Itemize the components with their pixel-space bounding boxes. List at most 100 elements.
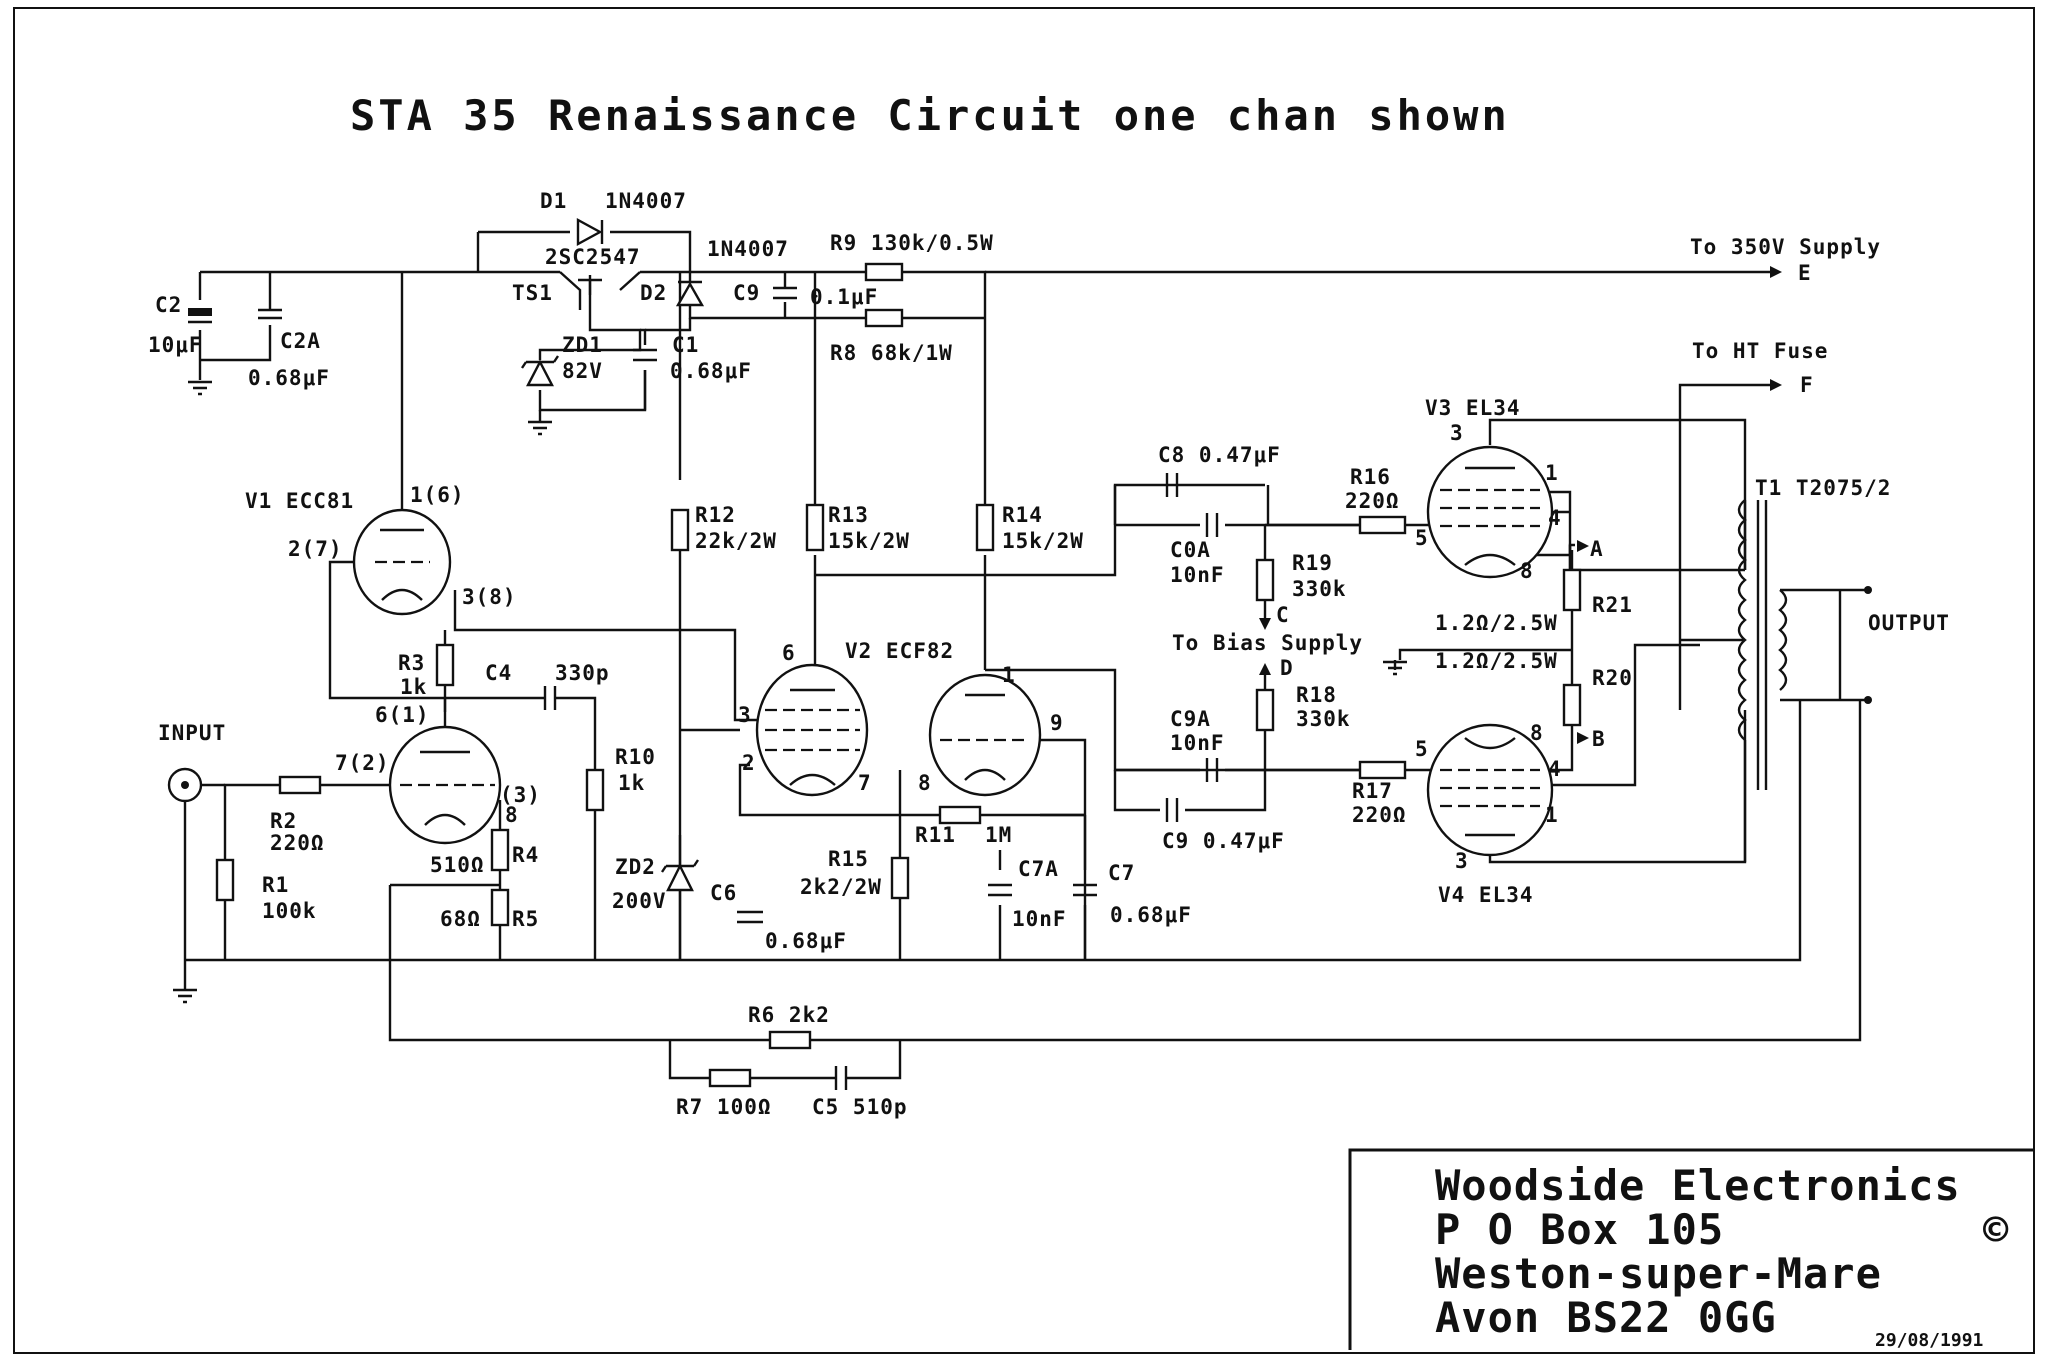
label-r2: R2: [270, 809, 297, 833]
resistor-r19: [1255, 558, 1275, 602]
label-r16: R16: [1350, 465, 1391, 489]
label-pin-7-2: 7(2): [335, 751, 390, 775]
arrow-c: [1259, 618, 1271, 630]
input-jack: [167, 767, 203, 803]
label-v3-pin-1: 1: [1545, 461, 1559, 485]
label-c6: C6: [710, 881, 737, 905]
label-v4-pin-1: 1: [1545, 803, 1559, 827]
resistor-r2: [278, 775, 322, 795]
label-d2-type: 1N4007: [707, 237, 789, 261]
label-v2-pin-8: 8: [918, 771, 932, 795]
copyright-symbol: ©: [1983, 1205, 2009, 1254]
label-d1-type: 1N4007: [605, 189, 687, 213]
resistor-r5: [490, 888, 510, 927]
resistor-r12: [670, 508, 690, 552]
capacitor-c7: [1073, 883, 1097, 897]
label-node-c: C: [1276, 603, 1290, 627]
title-block-town: Weston-super-Mare: [1435, 1249, 1882, 1298]
tube-v2-ecf82-triode: [928, 673, 1042, 797]
label-r15-value: 2k2/2W: [800, 875, 882, 899]
capacitor-c5: [834, 1066, 848, 1090]
label-v3-pin-3: 3: [1450, 421, 1464, 445]
arrow-d: [1259, 663, 1271, 675]
title-block-po-box: P O Box 105: [1435, 1205, 1724, 1254]
label-r12-value: 22k/2W: [695, 529, 777, 553]
label-v3-pin-4: 4: [1548, 506, 1562, 530]
label-c2-value: 10μF: [148, 333, 203, 357]
label-r6: R6 2k2: [748, 1003, 830, 1027]
label-r3: R3: [398, 651, 425, 675]
capacitor-c7a: [988, 883, 1012, 897]
label-node-a: A: [1590, 537, 1604, 561]
ground-symbol-main: [173, 988, 197, 1004]
title-block-date: 29/08/1991: [1875, 1330, 1983, 1351]
label-to-ht-fuse: To HT Fuse: [1692, 339, 1828, 363]
label-node-d: D: [1280, 656, 1294, 680]
label-v3-pin-8: 8: [1520, 559, 1534, 583]
label-c5: C5 510p: [812, 1095, 908, 1119]
label-output: OUTPUT: [1868, 611, 1950, 635]
label-v4: V4 EL34: [1438, 883, 1534, 907]
ground-symbol-bias: [1383, 660, 1407, 676]
zener-zd1: [521, 355, 559, 387]
label-node-b: B: [1592, 727, 1606, 751]
label-to-bias-supply: To Bias Supply: [1172, 631, 1363, 655]
page-frame: [13, 7, 2035, 1354]
label-r19: R19: [1292, 551, 1333, 575]
label-node-f: F: [1800, 373, 1814, 397]
label-c4-value: 330p: [555, 661, 610, 685]
resistor-r15: [890, 856, 910, 900]
label-r11-value: 1M: [985, 823, 1012, 847]
title-block-county-postcode: Avon BS22 0GG: [1435, 1293, 1777, 1342]
label-r10-value: 1k: [618, 771, 645, 795]
label-pin-1-6: 1(6): [410, 483, 465, 507]
label-r2-value: 220Ω: [270, 831, 325, 855]
label-v3-pin-5: 5: [1415, 526, 1429, 550]
label-pin-3-8: 3(8): [462, 585, 517, 609]
output-terminal-2: [1864, 696, 1872, 704]
label-r11: R11: [915, 823, 956, 847]
capacitor-c2: [188, 308, 212, 324]
arrow-e: [1770, 266, 1782, 278]
resistor-r1: [215, 858, 235, 902]
label-r14-value: 15k/2W: [1002, 529, 1084, 553]
capacitor-c2a: [258, 308, 282, 320]
label-r18: R18: [1296, 683, 1337, 707]
label-c2: C2: [155, 293, 182, 317]
label-r4-value: 510Ω: [430, 853, 485, 877]
capacitor-c0a: [1205, 513, 1219, 537]
label-r20-value: 1.2Ω/2.5W: [1435, 649, 1558, 673]
arrow-a: [1577, 540, 1589, 552]
label-r3-value: 1k: [400, 675, 427, 699]
capacitor-c9-top: [773, 286, 797, 300]
capacitor-c6: [737, 910, 763, 924]
label-r20: R20: [1592, 666, 1633, 690]
label-v2-pin-2: 2: [742, 751, 756, 775]
label-r21-value: 1.2Ω/2.5W: [1435, 611, 1558, 635]
label-zd2: ZD2: [615, 855, 656, 879]
label-input: INPUT: [158, 721, 226, 745]
label-c9-bottom: C9 0.47μF: [1162, 829, 1285, 853]
capacitor-c9-bottom: [1165, 798, 1179, 822]
tube-v1-ecc81-lower: [388, 725, 502, 845]
label-r17: R17: [1352, 779, 1393, 803]
label-v2-pin-1: 1: [1002, 663, 1016, 687]
label-c7-value: 0.68μF: [1110, 903, 1192, 927]
title-block-company: Woodside Electronics: [1435, 1161, 1961, 1210]
label-c2a-value: 0.68μF: [248, 366, 330, 390]
resistor-r11: [938, 805, 982, 825]
label-c4: C4: [485, 661, 512, 685]
wiring: [183, 230, 1865, 1080]
label-r12: R12: [695, 503, 736, 527]
diagram-title: STA 35 Renaissance Circuit one chan show…: [350, 91, 1510, 140]
label-pin-3: (3): [500, 783, 541, 807]
capacitor-c9a: [1205, 758, 1219, 782]
label-v2: V2 ECF82: [845, 639, 954, 663]
resistor-r9: [864, 262, 904, 282]
output-terminal-1: [1864, 586, 1872, 594]
capacitor-c8: [1165, 473, 1179, 497]
label-r5: R5: [512, 907, 539, 931]
resistor-r16: [1358, 515, 1407, 535]
